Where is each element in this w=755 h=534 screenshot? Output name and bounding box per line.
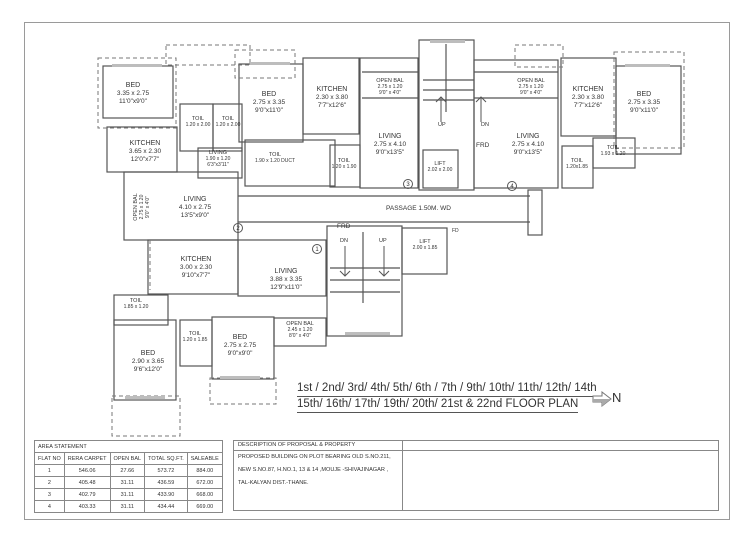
title-line-2: 15th/ 16th/ 17th/ 19th/ 20th/ 21st & 22n… [297, 397, 579, 413]
north-indicator: N [592, 390, 621, 407]
flat-marker: 3 [403, 179, 413, 189]
north-label: N [612, 390, 622, 405]
fd-label: FD [452, 228, 459, 234]
cell: 403.33 [63, 500, 111, 513]
cell: 27.66 [109, 464, 146, 477]
frd-label: FRD [476, 142, 490, 149]
description-line: PROPOSED BUILDING ON PLOT BEARING OLD S.… [238, 454, 391, 460]
area-statement-table: AREA STATEMENT FLAT NO RERA CARPET OPEN … [34, 440, 223, 513]
cell: 1 [34, 464, 65, 477]
description-line: TAL-KALYAN DIST.-THANE. [238, 480, 309, 486]
north-arrow-icon [592, 390, 612, 407]
description-title: DESCRIPTION OF PROPOSAL & PROPERTY [234, 441, 402, 451]
table-row: 1 546.06 27.66 573.72 884.00 [34, 464, 223, 477]
cell: 402.79 [63, 488, 111, 501]
description-right-header [402, 441, 718, 451]
cell: 405.48 [63, 476, 111, 489]
cell: 31.11 [109, 476, 146, 489]
cell: 436.59 [144, 476, 188, 489]
cell: 669.00 [186, 500, 223, 513]
cell: 31.11 [109, 500, 146, 513]
column-header: OPEN BAL [109, 452, 146, 465]
column-header: TOTAL SQ.FT. [144, 452, 188, 465]
cell: 433.90 [144, 488, 188, 501]
area-statement-title: AREA STATEMENT [34, 440, 223, 453]
flat-marker: 2 [233, 223, 243, 233]
flat-marker: 1 [312, 244, 322, 254]
cell: 4 [34, 500, 65, 513]
cell: 2 [34, 476, 65, 489]
cell: 573.72 [144, 464, 188, 477]
cell: 884.00 [186, 464, 223, 477]
cell: 3 [34, 488, 65, 501]
cell: 434.44 [144, 500, 188, 513]
column-header: SALEABLE [186, 452, 223, 465]
column-header: RERA CARPET [63, 452, 111, 465]
flat-marker: 4 [507, 181, 517, 191]
title-line-1: 1st / 2nd/ 3rd/ 4th/ 5th/ 6th / 7th / 9t… [297, 381, 597, 397]
description-line: NEW S.NO.87, H.NO.1, 13 & 14 ,MOUJE -SHI… [238, 467, 389, 473]
up-label: UP [438, 122, 446, 128]
drawing-frame [24, 22, 730, 520]
column-header: FLAT NO [34, 452, 65, 465]
passage-label: PASSAGE 1.50M. WD [386, 205, 451, 212]
cell: 31.11 [109, 488, 146, 501]
cell: 668.00 [186, 488, 223, 501]
description-box: DESCRIPTION OF PROPOSAL & PROPERTY PROPO… [233, 440, 719, 511]
table-row: 4 403.33 31.11 434.44 669.00 [34, 500, 223, 513]
dn-label: DN [481, 122, 489, 128]
frd-label: FRD [337, 223, 351, 230]
cell: 546.06 [63, 464, 111, 477]
dn-label: DN [340, 238, 348, 244]
table-row: 2 405.48 31.11 436.59 672.00 [34, 476, 223, 489]
cell: 672.00 [186, 476, 223, 489]
table-row: 3 402.79 31.11 433.90 668.00 [34, 488, 223, 501]
up-label: UP [379, 238, 387, 244]
floor-plan-title: 1st / 2nd/ 3rd/ 4th/ 5th/ 6th / 7th / 9t… [297, 381, 597, 413]
